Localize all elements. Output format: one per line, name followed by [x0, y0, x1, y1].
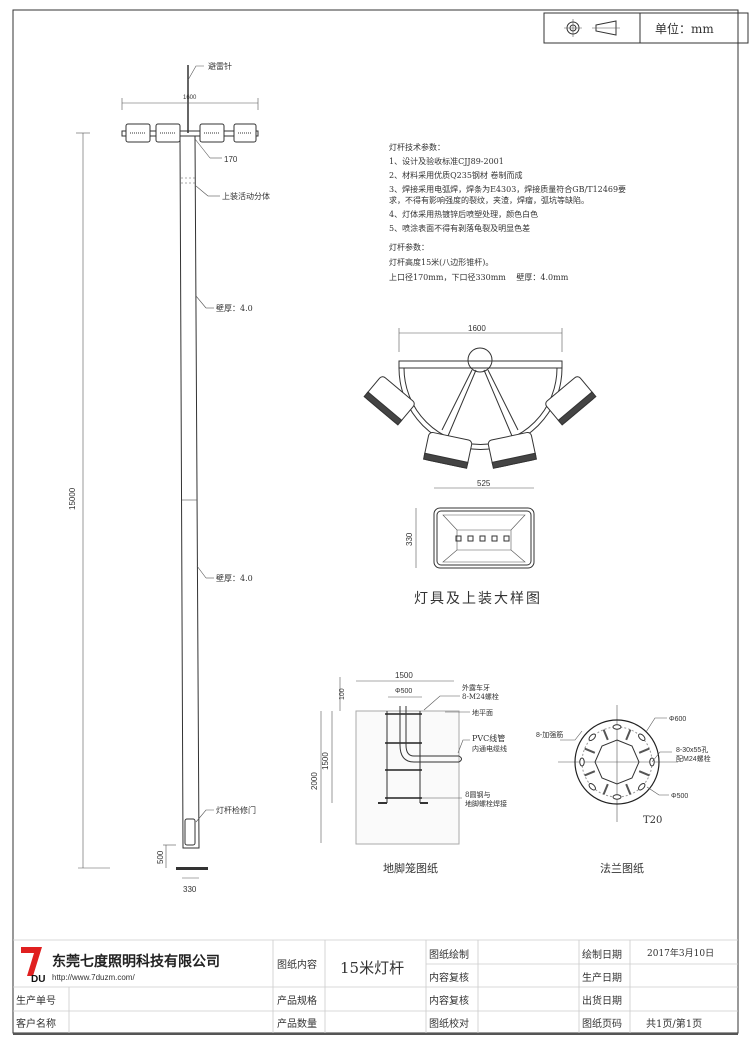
- lamp-width-label: 525: [477, 479, 491, 488]
- lightning-rod-label: 避雷针: [208, 61, 232, 71]
- param-item: 灯杆高度15米(八边形锥杆)。: [389, 257, 493, 267]
- flange-bolt-hole: [638, 733, 646, 741]
- content-value: 15米灯杆: [340, 959, 404, 977]
- company-name: 东莞七度照明科技有限公司: [52, 953, 220, 970]
- flange-bolt-hole: [612, 794, 622, 800]
- flange-bolt-hole: [588, 733, 596, 741]
- foundation-caption: 地脚笼图纸: [383, 861, 438, 875]
- flange-rib: [584, 770, 596, 777]
- label-check: 图纸校对: [429, 1017, 469, 1030]
- tech-specs: 灯杆技术参数： 1、设计及验收标准CJJ89-2001 2、材料采用优质Q235…: [389, 142, 626, 282]
- steel-note: 8圆钢与: [465, 790, 490, 799]
- company-url: http://www.7duzm.com/: [52, 973, 135, 982]
- ribs-label: 8-加强筋: [536, 730, 563, 739]
- label-draw-date: 绘制日期: [582, 948, 622, 961]
- projection-symbol-icon: [564, 19, 620, 37]
- pvc-note: 内通电缆线: [472, 744, 507, 753]
- flange-bolt-circle-label: Φ500: [671, 793, 688, 800]
- foundation-width-label: 1500: [395, 671, 413, 680]
- maintenance-door: [184, 818, 196, 846]
- flange-rib: [638, 747, 650, 754]
- draw-date-value: 2017年3月10日: [647, 947, 714, 959]
- holes-label: 配M24螺栓: [676, 754, 711, 763]
- spec-item: 4、灯体采用热镀锌后喷塑处理，颜色白色: [389, 209, 538, 219]
- lamp-detail: 1600 525 330 灯具及上装大样图: [363, 324, 597, 607]
- unit-label: 单位：mm: [655, 21, 714, 36]
- flange-bolt-hole: [588, 783, 596, 791]
- label-prod-date: 生产日期: [582, 971, 622, 984]
- flange-rib: [625, 729, 632, 741]
- lamp-height-label: 330: [405, 532, 414, 546]
- label-spec: 产品规格: [277, 994, 317, 1007]
- upper-joint-label: 上装活动分体: [222, 191, 270, 201]
- unit-box: 单位：mm: [543, 12, 749, 44]
- flange-thickness: T20: [643, 815, 662, 826]
- bolt-note: 外露车牙: [462, 683, 490, 692]
- specs-title: 灯杆技术参数：: [389, 142, 445, 152]
- spec-item: 2、材料采用优质Q235钢材 卷制而成: [389, 170, 522, 180]
- svg-text:DU: DU: [31, 974, 45, 985]
- flange-caption: 法兰图纸: [600, 861, 644, 875]
- bolt-circle-label: Φ500: [395, 688, 412, 695]
- label-content: 图纸内容: [277, 958, 317, 971]
- spec-item: 求，不得有影响强度的裂纹，夹渣，焊瘤，弧坑等缺陷。: [389, 195, 589, 205]
- flange-plan: Φ600 8-加强筋 8-30x55孔 配M24螺栓 Φ500 T20 法兰图纸: [536, 705, 711, 875]
- label-customer: 客户名称: [16, 1017, 56, 1030]
- label-ship-date: 出货日期: [582, 994, 622, 1007]
- spec-item: 3、焊接采用电弧焊，焊条为E4303，焊接质量符合GB/T12469要: [389, 184, 626, 194]
- arm-width-label: 1600: [183, 95, 197, 101]
- bolt-note: 8-M24螺栓: [462, 692, 499, 701]
- top-height-label: 100: [339, 688, 346, 700]
- label-review: 内容复核: [429, 971, 469, 984]
- base-diameter-label: 330: [183, 885, 197, 894]
- params-title: 灯杆参数：: [389, 242, 429, 252]
- label-qty: 产品数量: [277, 1017, 317, 1030]
- pole-elevation: 避雷针 1600 170 上装活动分体 壁厚：4.0 壁厚：4.0 15000 …: [68, 61, 270, 894]
- pole-height-label: 15000: [68, 487, 77, 510]
- flange-rib: [638, 770, 650, 777]
- param-item: 上口径170mm，下口径330mm 壁厚：4.0mm: [389, 272, 569, 282]
- depth-label: 2000: [310, 772, 319, 790]
- cage-depth-label: 1500: [321, 752, 330, 770]
- pvc-note: PVC线管: [472, 733, 505, 743]
- flange-rib: [602, 729, 609, 741]
- spec-item: 1、设计及验收标准CJJ89-2001: [389, 156, 504, 166]
- steel-note: 地脚螺栓焊接: [465, 799, 507, 808]
- flange-bolt-hole: [638, 783, 646, 791]
- label-order-no: 生产单号: [16, 994, 56, 1007]
- page-value: 共1页/第1页: [646, 1017, 702, 1030]
- label-drawn: 图纸绘制: [429, 948, 469, 961]
- ground-label: 地平面: [472, 708, 493, 717]
- company-logo: DU: [21, 947, 45, 985]
- wall-thickness-lower: 壁厚：4.0: [216, 573, 253, 583]
- foundation-cage: 1500 Φ500 100 1500 2000 外露车牙 8-M24螺栓 地平面…: [310, 671, 507, 875]
- flange-rib: [584, 747, 596, 754]
- label-review: 内容复核: [429, 994, 469, 1007]
- flange-outer-label: Φ600: [669, 716, 686, 723]
- spec-item: 5、喷涂表面不得有剥落龟裂及明显色差: [389, 223, 530, 233]
- detail-width-label: 1600: [468, 324, 486, 333]
- wall-thickness-upper: 壁厚：4.0: [216, 303, 253, 313]
- door-label: 灯杆检修门: [216, 805, 256, 815]
- flange-bolt-hole: [612, 724, 622, 730]
- flange-rib: [602, 783, 609, 795]
- flange-rib: [625, 783, 632, 795]
- lamp-detail-caption: 灯具及上装大样图: [414, 591, 542, 607]
- title-block: DU 东莞七度照明科技有限公司 http://www.7duzm.com/ 图纸…: [13, 939, 738, 1033]
- top-diameter-label: 170: [224, 155, 238, 164]
- holes-label: 8-30x55孔: [676, 746, 708, 754]
- label-page: 图纸页码: [582, 1017, 622, 1030]
- door-height-label: 500: [156, 850, 165, 864]
- flange-bolt-hole: [579, 757, 585, 767]
